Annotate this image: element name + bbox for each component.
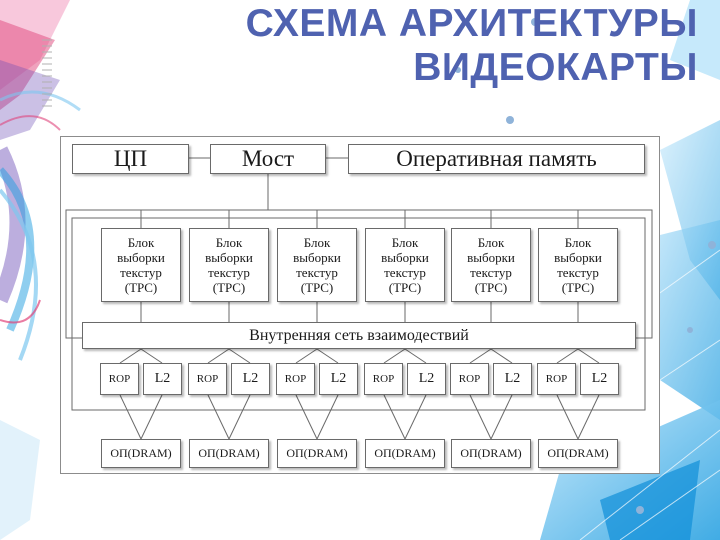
- tpc-label-line: Блок: [127, 235, 155, 250]
- tpc-label-line: Блок: [215, 235, 243, 250]
- tpc-label-line: выборки: [117, 250, 165, 265]
- rop-box: ROP: [188, 363, 227, 395]
- rop-box: ROP: [450, 363, 489, 395]
- dram-label: ОП(DRAM): [110, 446, 172, 460]
- l2-box: L2: [580, 363, 619, 395]
- tpc-label-line: Блок: [391, 235, 419, 250]
- diagram-frame: [60, 136, 660, 474]
- dram-box: ОП(DRAM): [189, 439, 269, 468]
- l2-label: L2: [504, 371, 521, 386]
- right-polygons: [540, 0, 720, 540]
- tpc-label-line: (TPC): [300, 280, 334, 295]
- dram-box: ОП(DRAM): [538, 439, 618, 468]
- l2-box: L2: [231, 363, 270, 395]
- tpc-label-line: текстур: [120, 265, 162, 280]
- dram-label: ОП(DRAM): [374, 446, 436, 460]
- tpc-label-line: выборки: [554, 250, 602, 265]
- dram-label: ОП(DRAM): [460, 446, 522, 460]
- rop-label: ROP: [284, 373, 307, 385]
- tpc-label-line: текстур: [208, 265, 250, 280]
- l2-label: L2: [591, 371, 608, 386]
- l2-box: L2: [407, 363, 446, 395]
- interconnect-box: Внутренняя сеть взаимодествий: [82, 322, 636, 349]
- cpu-box: ЦП: [72, 144, 189, 174]
- dram-box: ОП(DRAM): [101, 439, 181, 468]
- cpu-label: ЦП: [113, 146, 148, 171]
- rop-box: ROP: [276, 363, 315, 395]
- bridge-label: Мост: [241, 146, 295, 171]
- tpc-label-line: (TPC): [474, 280, 508, 295]
- tpc-label-line: Блок: [564, 235, 592, 250]
- tpc-label-line: выборки: [467, 250, 515, 265]
- tpc-label-line: (TPC): [388, 280, 422, 295]
- tpc-label-line: выборки: [205, 250, 253, 265]
- rop-label: ROP: [372, 373, 395, 385]
- tpc-label-line: текстур: [557, 265, 599, 280]
- decor-dots: [455, 18, 716, 514]
- l2-label: L2: [418, 371, 435, 386]
- l2-box: L2: [319, 363, 358, 395]
- l2-box: L2: [143, 363, 182, 395]
- left-top-burst: [0, 0, 81, 140]
- rop-box: ROP: [364, 363, 403, 395]
- dram-box: ОП(DRAM): [451, 439, 531, 468]
- tpc-label-line: текстур: [296, 265, 338, 280]
- interconnect-label: Внутренняя сеть взаимодествий: [249, 326, 469, 344]
- rop-label: ROP: [458, 373, 481, 385]
- tpc-label-line: текстур: [384, 265, 426, 280]
- ram-label: Оперативная память: [396, 146, 597, 171]
- left-mid-arcs: [0, 146, 41, 540]
- slide-title-line2: ВИДЕОКАРТЫ: [413, 46, 698, 89]
- rop-box: ROP: [100, 363, 139, 395]
- bridge-box: Мост: [210, 144, 326, 174]
- tpc-label-line: выборки: [381, 250, 429, 265]
- l2-label: L2: [242, 371, 259, 386]
- dram-label: ОП(DRAM): [198, 446, 260, 460]
- l2-label: L2: [330, 371, 347, 386]
- rop-label: ROP: [545, 373, 568, 385]
- dram-box: ОП(DRAM): [277, 439, 357, 468]
- rop-label: ROP: [108, 373, 131, 385]
- tpc-label-line: Блок: [477, 235, 505, 250]
- tpc-label-line: (TPC): [124, 280, 158, 295]
- dram-box: ОП(DRAM): [365, 439, 445, 468]
- tpc-label-line: (TPC): [212, 280, 246, 295]
- tpc-label-line: выборки: [293, 250, 341, 265]
- tpc-label-line: текстур: [470, 265, 512, 280]
- tpc-label-line: Блок: [303, 235, 331, 250]
- dram-label: ОП(DRAM): [286, 446, 348, 460]
- dram-label: ОП(DRAM): [547, 446, 609, 460]
- rop-label: ROP: [196, 373, 219, 385]
- ram-box: Оперативная память: [348, 144, 645, 174]
- tpc-label-line: (TPC): [561, 280, 595, 295]
- rop-box: ROP: [537, 363, 576, 395]
- l2-box: L2: [493, 363, 532, 395]
- l2-label: L2: [154, 371, 171, 386]
- slide-title-line1: СХЕМА АРХИТЕКТУРЫ: [245, 2, 698, 45]
